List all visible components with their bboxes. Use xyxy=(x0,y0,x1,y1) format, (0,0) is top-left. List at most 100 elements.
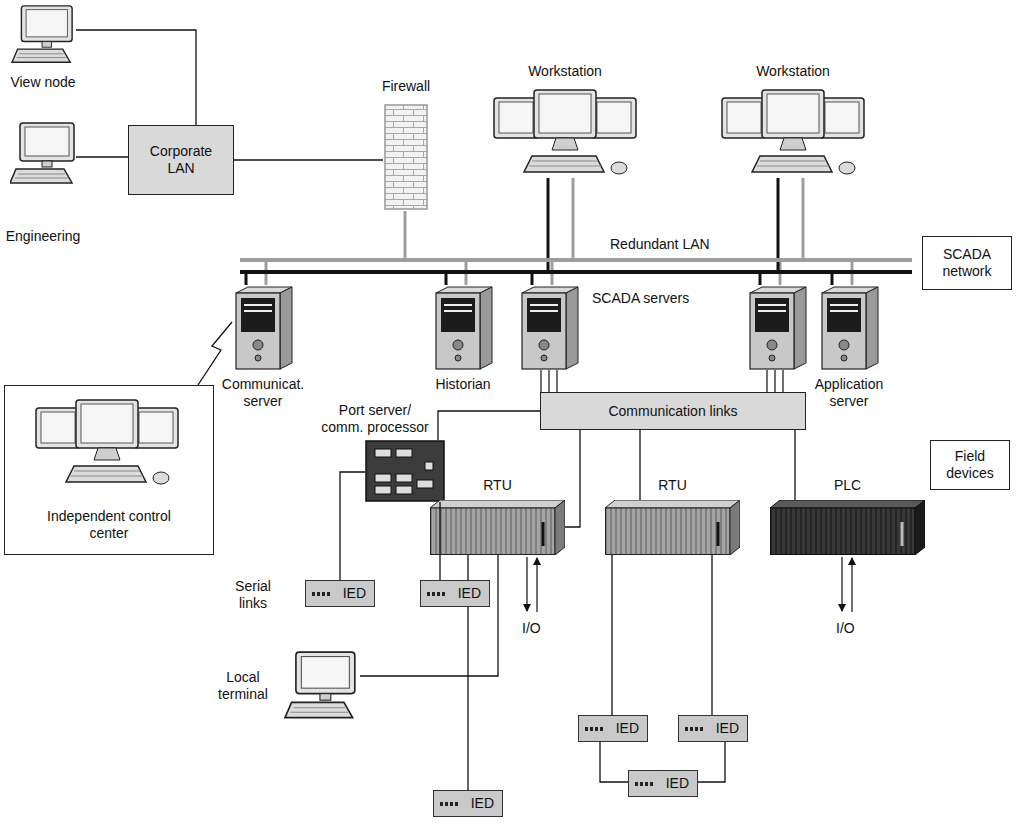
link-box: Communication links xyxy=(540,392,806,430)
terminal-node: Local terminal xyxy=(282,650,360,722)
connector xyxy=(198,322,232,385)
node-label: View node xyxy=(10,74,75,91)
connector xyxy=(76,30,196,125)
node-label: IED xyxy=(471,795,494,812)
link-label: Serial links xyxy=(228,578,278,612)
io-arrow xyxy=(851,558,852,612)
ied-box: IED xyxy=(678,715,748,742)
ied-indicator-lights xyxy=(685,727,703,731)
link-wire xyxy=(548,370,549,392)
connector xyxy=(640,430,641,500)
server-icon xyxy=(750,287,806,369)
node-label: Application server xyxy=(804,376,894,410)
group-label: SCADA servers xyxy=(592,290,689,307)
rtu-icon xyxy=(605,500,740,555)
connector xyxy=(698,742,725,782)
connector-line xyxy=(76,30,196,125)
connector-line xyxy=(711,555,712,715)
link-wire xyxy=(540,370,541,392)
connector xyxy=(795,430,796,500)
terminal-icon xyxy=(285,652,355,717)
node-label: Workstation xyxy=(756,63,830,80)
connector-line xyxy=(611,555,612,715)
firewall-icon xyxy=(385,105,427,209)
connector-line xyxy=(639,430,640,500)
io-arrow xyxy=(536,558,537,612)
connector xyxy=(600,742,628,782)
connector-line xyxy=(360,555,498,676)
node-label: Firewall xyxy=(382,78,430,95)
connector xyxy=(234,160,383,161)
control-center-frame: Independent control center xyxy=(4,385,214,555)
connector xyxy=(360,555,498,676)
ied-box: IED xyxy=(305,580,375,607)
connector-line xyxy=(438,411,540,440)
connector xyxy=(440,502,441,580)
link-wire xyxy=(782,370,783,392)
connector xyxy=(712,555,713,715)
io-arrows xyxy=(527,557,852,612)
lan-drop-line xyxy=(802,178,805,260)
node-label: RTU xyxy=(483,477,512,494)
link-wire xyxy=(766,370,767,392)
ied-indicator-lights xyxy=(635,782,653,786)
connector-line xyxy=(600,742,628,782)
lan-bus: Redundant LAN xyxy=(240,258,912,274)
workstation-node: Workstation xyxy=(492,86,638,178)
node-label: Port server/ comm. processor xyxy=(320,402,430,436)
zone-box: SCADA network xyxy=(922,236,1012,290)
server-link-lines xyxy=(541,370,783,392)
port-server-node: Port server/ comm. processor xyxy=(365,440,445,502)
node-label: Field devices xyxy=(938,448,1002,482)
ied-box: IED xyxy=(628,770,698,797)
node-label: IED xyxy=(666,775,689,792)
node-label: Corporate LAN xyxy=(141,143,221,177)
connector-line xyxy=(76,156,128,157)
connector xyxy=(565,430,580,527)
node-label: IED xyxy=(616,720,639,737)
connector-line xyxy=(340,472,365,580)
connector-line xyxy=(565,430,580,527)
node-label: Historian xyxy=(435,376,490,393)
node-label: Communication links xyxy=(608,403,737,420)
workstation-node: Workstation xyxy=(720,86,866,178)
zone-box: Field devices xyxy=(930,440,1010,490)
server-icon xyxy=(822,287,878,369)
node-label: RTU xyxy=(658,477,687,494)
connector-line xyxy=(234,159,383,160)
connector-line xyxy=(198,322,232,385)
node-label: Communicat. server xyxy=(213,376,313,410)
computer-icon xyxy=(12,6,72,62)
node-label: Local terminal xyxy=(212,669,274,703)
port-server-icon xyxy=(366,441,444,501)
workstation-icon xyxy=(494,90,636,174)
node-label: Independent control center xyxy=(34,508,184,542)
node-label: IED xyxy=(343,585,366,602)
io-label: I/O xyxy=(836,620,855,637)
connector xyxy=(405,211,406,260)
connector xyxy=(438,411,540,440)
node-label: PLC xyxy=(834,477,861,494)
connector-line xyxy=(439,502,440,580)
ied-box: IED xyxy=(420,580,490,607)
ied-indicator-lights xyxy=(427,592,445,596)
workstation-icon xyxy=(722,90,864,174)
server-node: Application server xyxy=(818,285,880,370)
io-label: I/O xyxy=(522,620,541,637)
link-wire xyxy=(556,370,557,392)
computer-icon xyxy=(10,123,74,183)
firewall-node: Firewall xyxy=(383,103,429,211)
ied-indicator-lights xyxy=(312,592,330,596)
connector xyxy=(612,555,613,715)
connector xyxy=(340,472,365,580)
plc-icon xyxy=(770,500,925,555)
ied-box: IED xyxy=(433,790,503,817)
rtu-node: RTU xyxy=(605,500,740,555)
rtu-icon xyxy=(430,500,565,555)
server-icon xyxy=(522,287,578,369)
node-label: Engineering xyxy=(6,228,81,245)
connector xyxy=(76,157,128,158)
lan-drop-line xyxy=(572,178,575,260)
server-node: Communicat. server xyxy=(232,285,294,370)
